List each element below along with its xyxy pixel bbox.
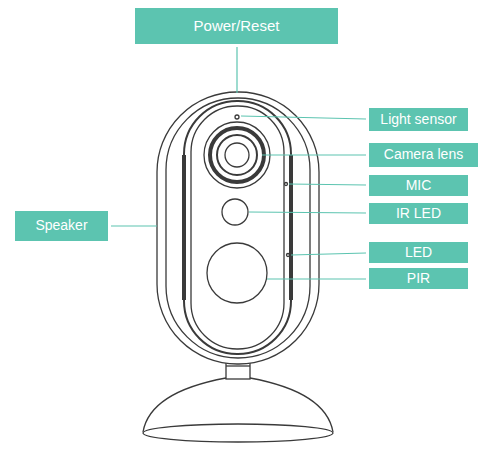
callout-label: IR LED [396,206,441,221]
callout-label: Power/Reset [194,18,280,35]
callout-label: LED [405,245,432,260]
leader-line [262,154,366,155]
callout-box: Power/Reset [135,8,338,44]
leader-line [236,47,237,93]
callout-box: MIC [369,175,468,196]
lens-ring [204,122,270,188]
body-rim [166,98,310,358]
pir-sensor [207,243,267,303]
leader-lines [111,47,366,279]
callout-box: Camera lens [369,143,478,167]
panel-edge [182,155,186,300]
ir-led [222,199,248,225]
front-panel [184,101,291,354]
leader-line [241,116,366,119]
leader-line [249,212,366,213]
neck-line [226,365,250,366]
lens-ring [210,128,264,182]
callout-label: PIR [407,271,430,286]
camera-drawing [143,92,333,442]
callout-label: Light sensor [380,112,456,127]
front-panel-inner [191,106,284,349]
leader-line [291,253,366,255]
callout-label: MIC [406,178,432,193]
callout-label: Camera lens [384,147,463,162]
stand-foot [143,424,333,442]
light-sensor [235,115,239,119]
led-dot [287,254,290,257]
callout-box: Speaker [15,211,108,241]
leader-line [111,225,157,226]
leader-line [267,278,366,279]
camera-body [157,92,319,364]
callout-box: PIR [369,268,468,289]
callout-label: Speaker [35,218,87,233]
camera-lens [225,143,249,167]
mic-hole [285,183,288,186]
lens-ring [217,135,257,175]
callout-box: Light sensor [369,108,468,131]
callout-box: IR LED [369,203,468,224]
panel-edge [289,155,293,300]
callout-box: LED [369,242,468,263]
leader-line [289,184,366,185]
